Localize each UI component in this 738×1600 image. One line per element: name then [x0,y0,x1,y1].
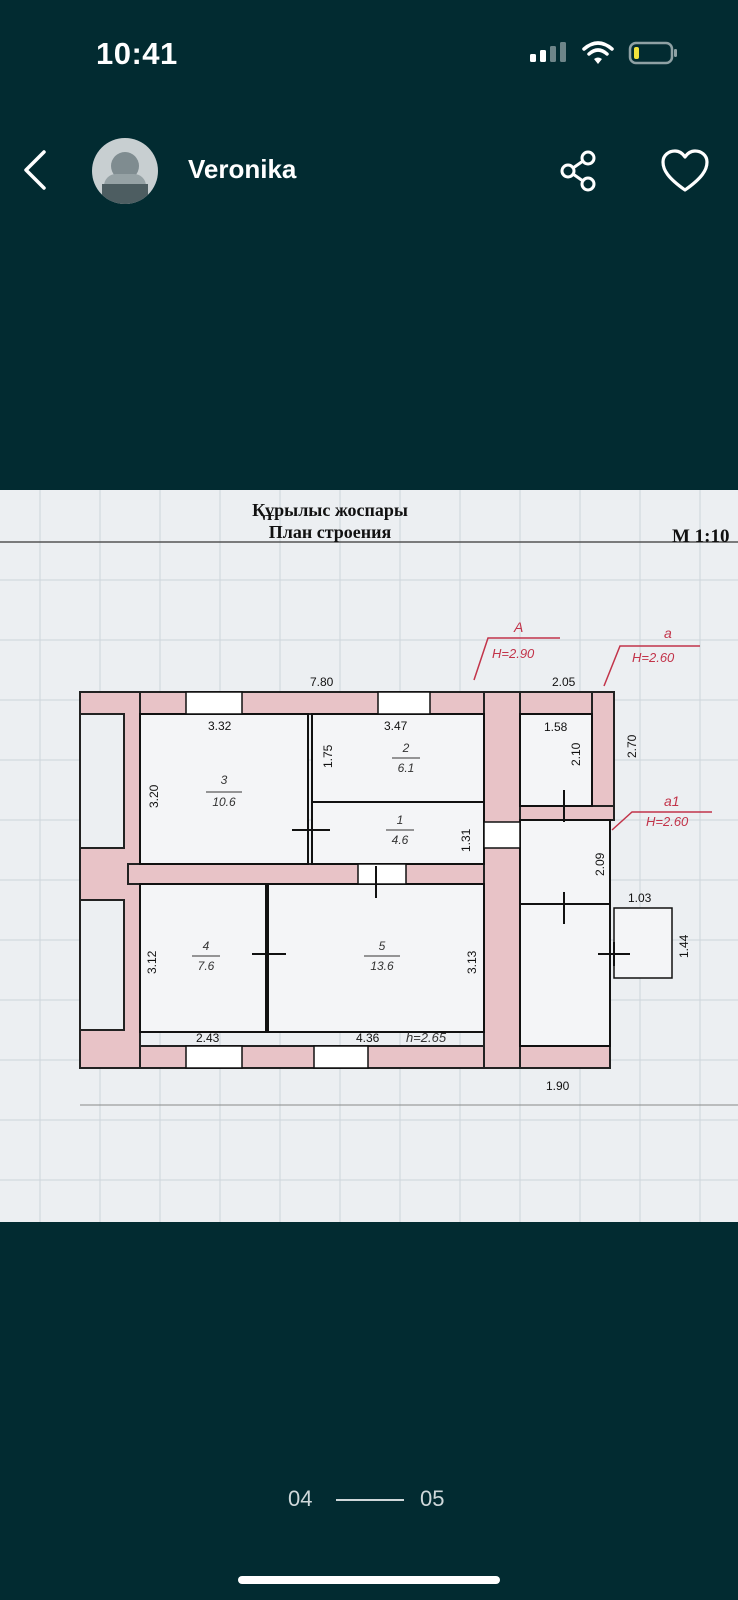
cellular-signal-icon [530,42,566,62]
dim-1-03: 1.03 [628,891,652,905]
avatar[interactable] [92,138,158,204]
dim-3-20: 3.20 [147,784,161,808]
status-bar: 10:41 [0,0,738,110]
total-pages: 05 [420,1486,445,1511]
litera-a1-height: H=2.60 [646,814,689,829]
dim-4-36: 4.36 [356,1031,380,1045]
room-1-area: 4.6 [392,833,409,847]
plan-title-ru: План строения [269,522,392,542]
photo-pager: 04 05 [0,1480,738,1520]
plan-title-kz: Құрылыс жоспары [252,500,408,520]
litera-A: А [513,619,523,635]
header: Veronika [0,130,738,210]
dim-2-43: 2.43 [196,1031,220,1045]
current-page: 04 [288,1486,313,1511]
litera-a: а [664,625,672,641]
litera-a1: а1 [664,793,680,809]
like-button[interactable] [660,148,710,194]
room-1-number: 1 [397,813,404,827]
back-button[interactable] [14,148,58,192]
room-2-area: 6.1 [398,761,415,775]
pager-progress-line [336,1499,404,1501]
dim-3-47: 3.47 [384,719,408,733]
user-name[interactable]: Veronika [188,154,297,184]
dim-1-75: 1.75 [321,744,335,768]
dim-overall-width: 7.80 [310,675,334,689]
dim-1-90: 1.90 [546,1079,570,1093]
dim-3-32: 3.32 [208,719,232,733]
room-3-area: 10.6 [212,795,236,809]
room-4-number: 4 [203,939,210,953]
floor-plan-photo[interactable]: Құрылыс жоспары План строения М 1:10 [0,490,738,1222]
dim-3-12: 3.12 [145,950,159,974]
heart-icon [661,149,709,192]
litera-a-height: H=2.60 [632,650,675,665]
status-icons [528,40,678,66]
room-4-area: 7.6 [198,959,215,973]
room-2-number: 2 [402,741,410,755]
wifi-icon [582,41,614,64]
battery-icon [628,41,677,65]
plan-scale: М 1:10 [672,526,730,547]
dim-2-09: 2.09 [593,852,607,876]
dim-2-70: 2.70 [625,734,639,758]
back-arrow-icon [24,150,46,190]
home-indicator[interactable] [238,1576,500,1584]
dim-2-10: 2.10 [569,742,583,766]
clock: 10:41 [96,36,178,71]
room-5-number: 5 [379,939,386,953]
dim-2-05: 2.05 [552,675,576,689]
share-icon [560,150,596,192]
litera-A-height: H=2.90 [492,646,535,661]
floor-plan-drawing: Құрылыс жоспары План строения М 1:10 [0,490,738,1222]
room-3-number: 3 [221,773,228,787]
room-height: h=2.65 [406,1030,447,1045]
dim-1-31: 1.31 [459,828,473,852]
share-button[interactable] [556,148,602,194]
dim-1-44: 1.44 [677,934,691,958]
dim-1-58: 1.58 [544,720,568,734]
room-5-area: 13.6 [370,959,394,973]
dim-3-13: 3.13 [465,950,479,974]
